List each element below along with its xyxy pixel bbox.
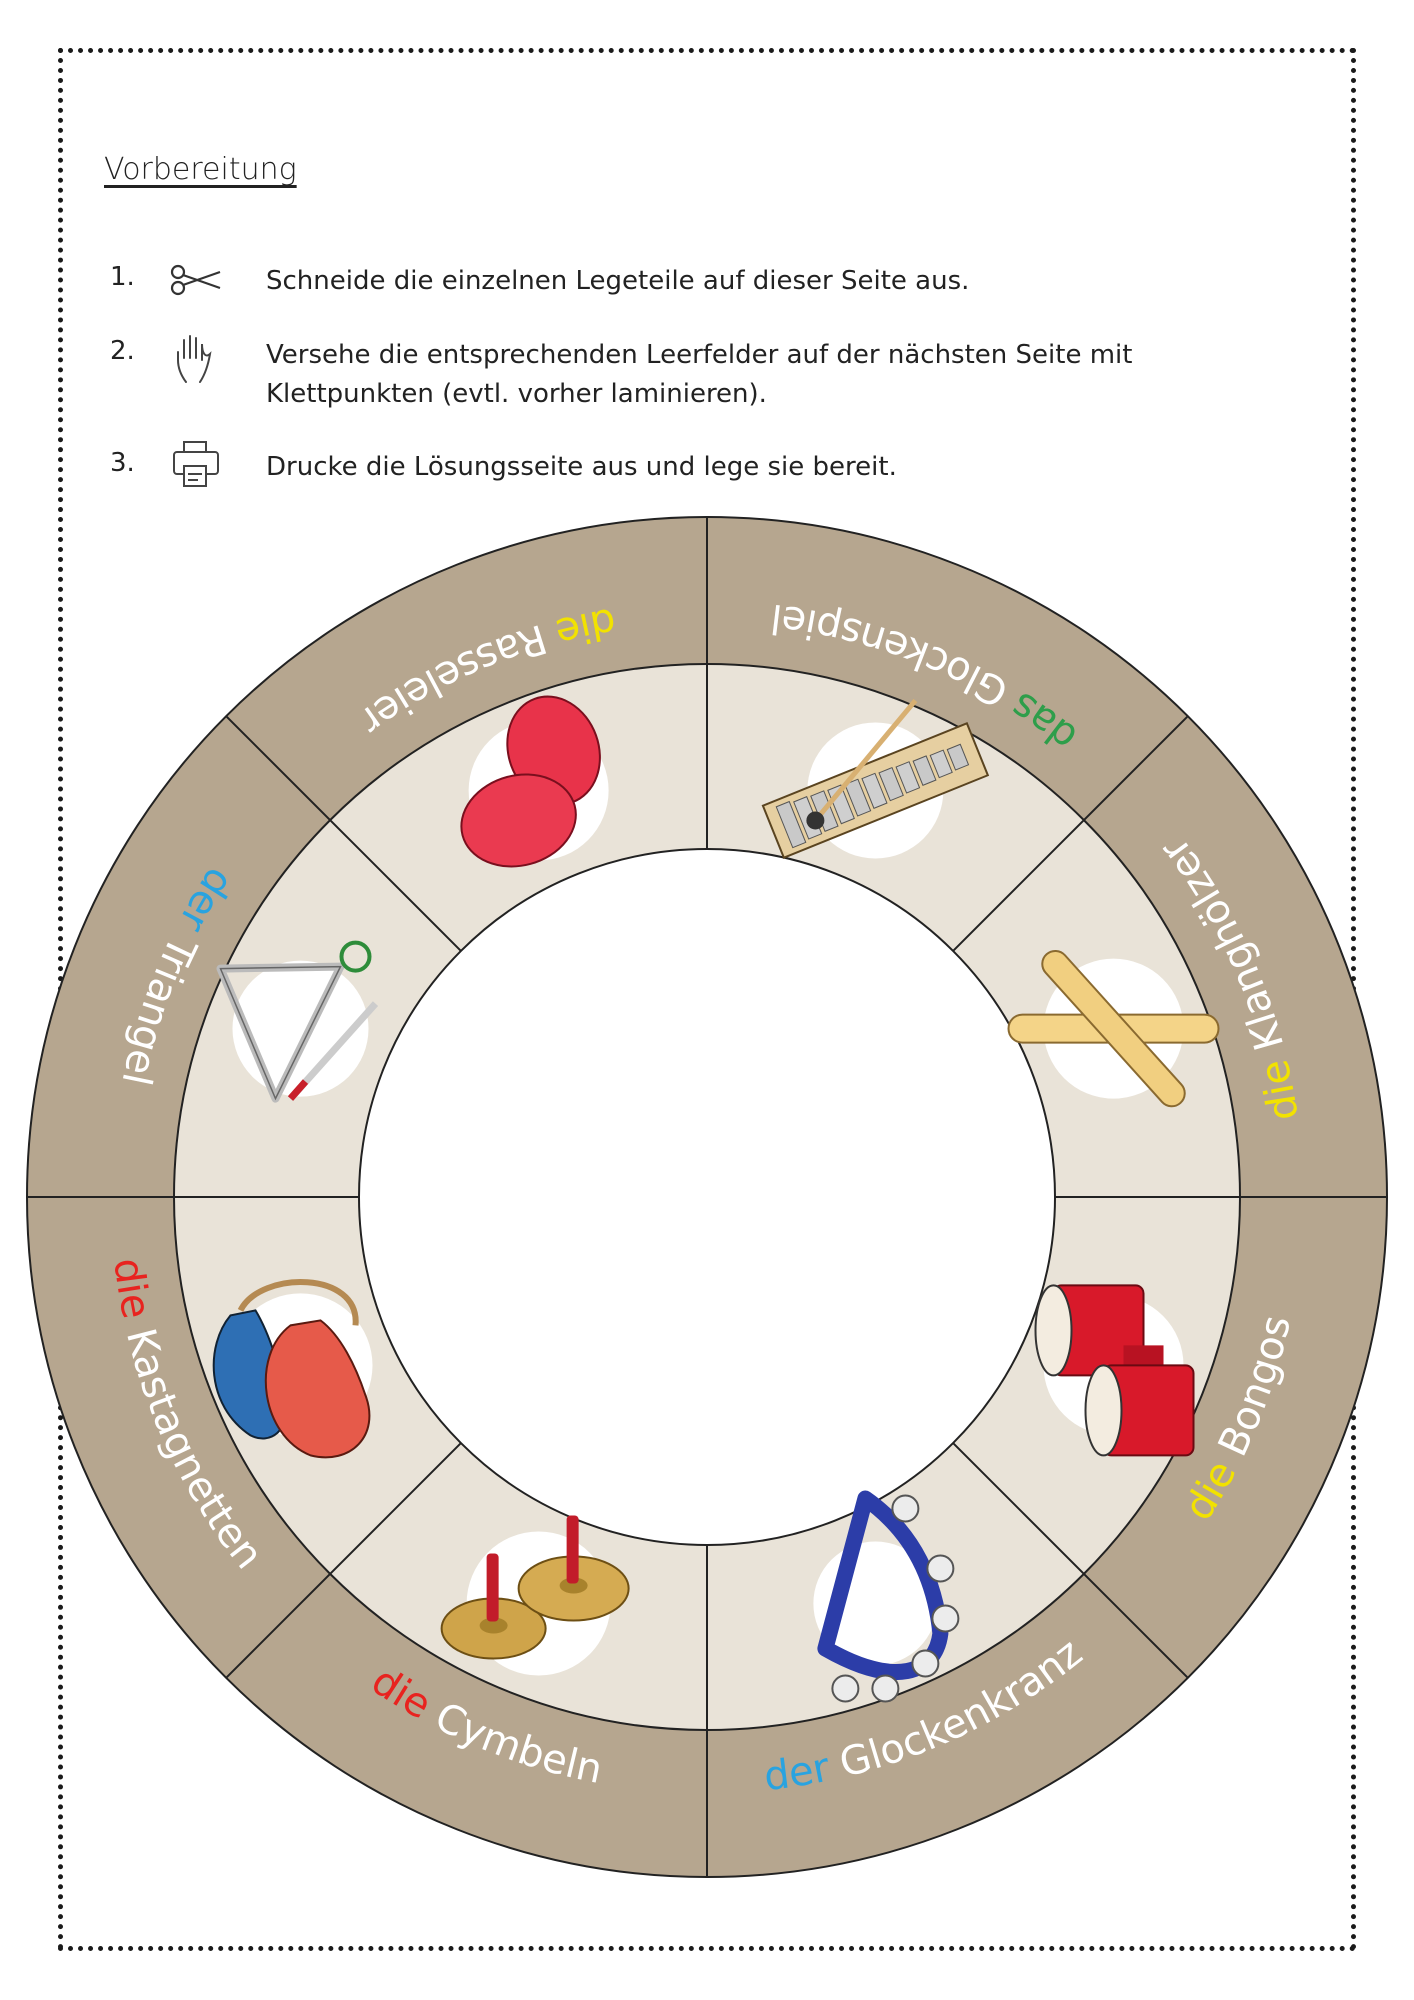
step-number: 3. [110,448,135,478]
article: die [104,1256,159,1323]
bell-ring-icon [813,1490,960,1703]
segment-dividers [27,517,1387,1877]
segment-divider [225,1442,462,1679]
article: der [762,1744,834,1800]
segment-divider [225,715,462,952]
hand-icon [177,335,212,383]
printer-icon [173,441,219,487]
article: die [1251,1056,1307,1124]
center-hole [358,848,1056,1546]
bongos-icon [1034,1284,1195,1457]
egg-shaker-icon [460,695,609,868]
step-number: 1. [110,262,135,292]
triangle-icon [216,940,379,1103]
glockenspiel-icon [761,698,990,859]
claves-icon [1007,949,1220,1108]
step-text: Versehe die entsprechenden Leerfelder au… [266,340,1133,409]
page-heading: Vorbereitung [104,152,297,187]
step-text: Drucke die Lösungsseite aus und lege sie… [266,452,897,482]
step-number: 2. [110,336,135,366]
castanets-icon [212,1279,373,1459]
scissors-icon [170,264,221,296]
cymbals-icon [440,1515,630,1676]
step-text: Schneide die einzelnen Legeteile auf die… [266,266,970,296]
segment-divider [952,1442,1189,1679]
segment-divider [952,715,1189,952]
